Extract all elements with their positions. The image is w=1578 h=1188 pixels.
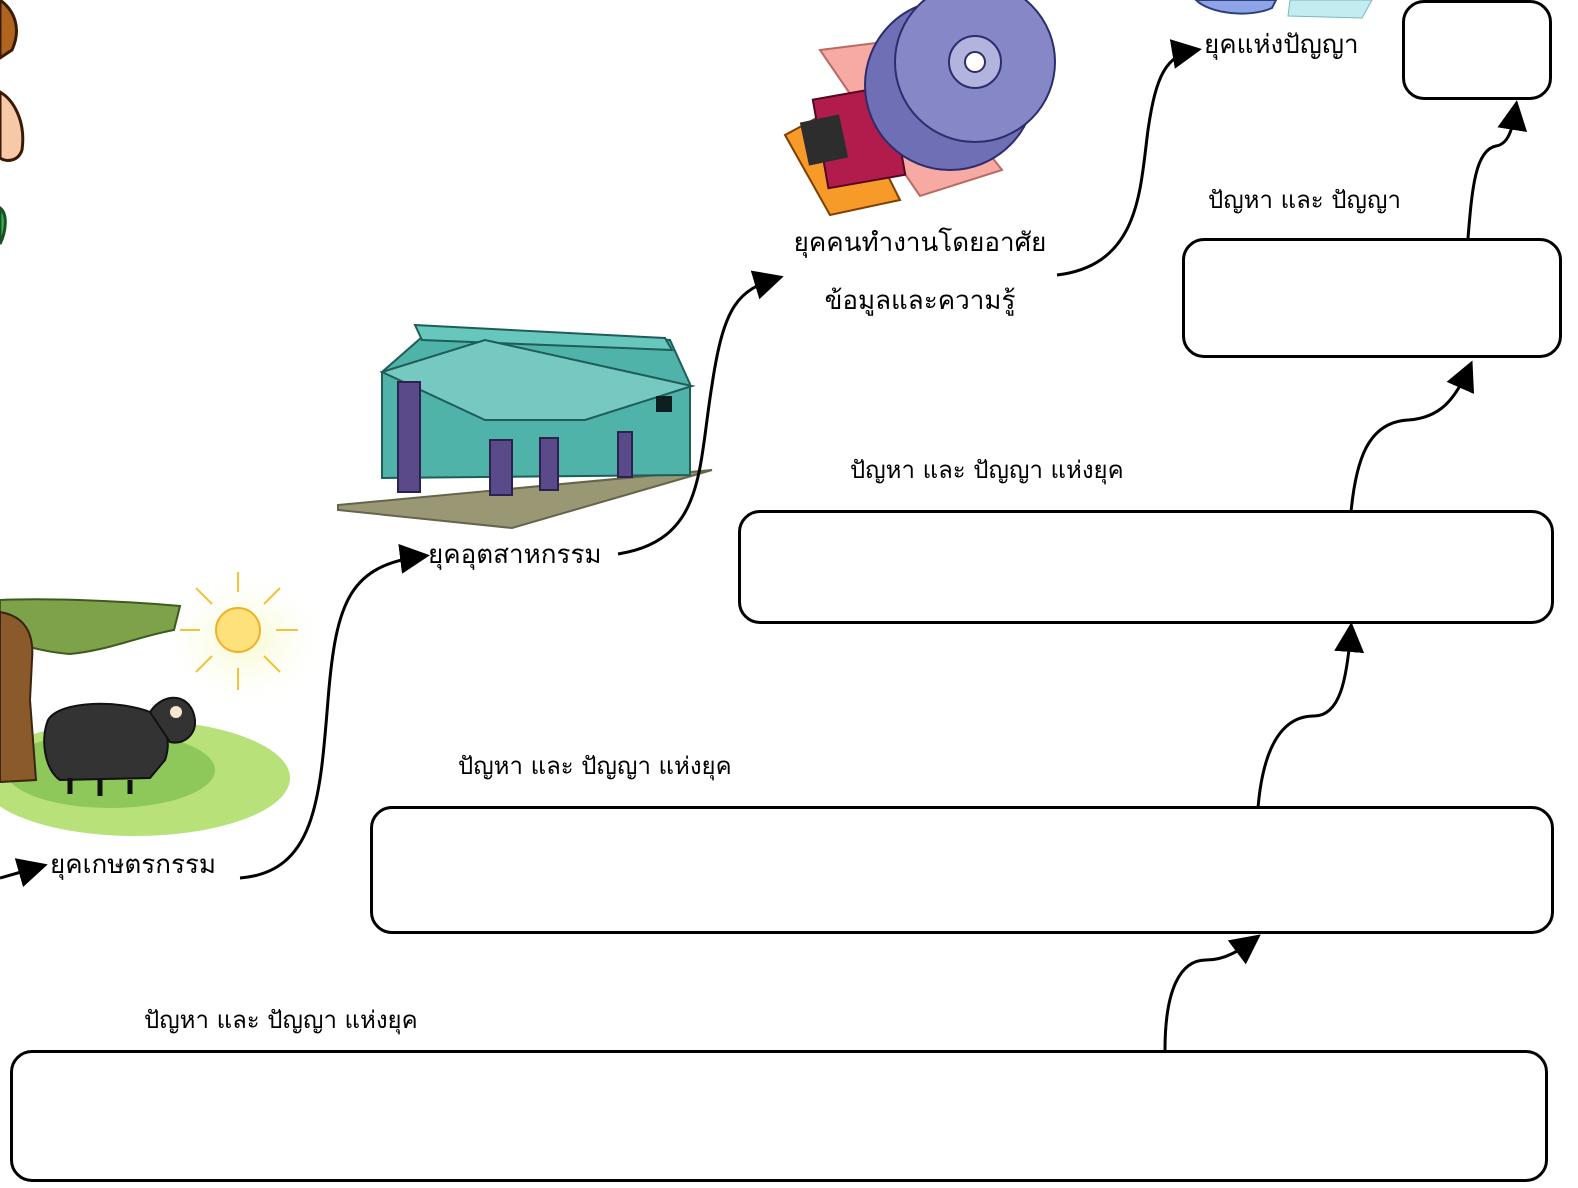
era-label-wisdom: ยุคแห่งปัญญา [1204, 30, 1359, 60]
answer-box-3[interactable] [738, 510, 1554, 624]
box-caption-1: ปัญหา และ ปัญญา แห่งยุค [144, 1006, 418, 1034]
box-caption-2: ปัญหา และ ปัญญา แห่งยุค [458, 752, 732, 780]
era-label-industrial: ยุคอุตสาหกรรม [428, 540, 602, 570]
box-arrow-3-to-4 [1349, 360, 1475, 513]
box-arrow-1-to-2 [1163, 934, 1261, 1051]
connector-arrow-into-agriculture [0, 858, 48, 888]
box-arrow-2-to-3 [1256, 622, 1365, 809]
answer-box-4[interactable] [1182, 238, 1562, 358]
wisdom-clipart [1194, 0, 1373, 19]
answer-box-2[interactable] [370, 806, 1554, 934]
answer-box-1[interactable] [10, 1050, 1548, 1182]
box-arrow-4-to-5 [1466, 100, 1528, 239]
answer-box-5[interactable] [1402, 0, 1552, 100]
connector-arrow-agriculture-to-industrial [239, 544, 430, 880]
era-label-knowledge-line2: ข้อมูลและความรู้ [824, 286, 1016, 316]
sun-rays-icon [180, 572, 298, 690]
factory-shed-clipart [337, 323, 713, 530]
cow-tree-sun-clipart [0, 570, 330, 836]
box-caption-3: ปัญหา และ ปัญญา แห่งยุค [850, 456, 1124, 484]
box-caption-4: ปัญหา และ ปัญญา [1208, 186, 1401, 214]
person-clipart [0, 0, 25, 245]
connector-arrow-industrial-to-knowledge [617, 270, 784, 556]
era-label-knowledge-line1: ยุคคนทำงานโดยอาศัย [793, 228, 1047, 258]
connector-arrow-knowledge-to-wisdom [1056, 39, 1202, 277]
era-label-agriculture: ยุคเกษตรกรรม [50, 850, 217, 880]
cd-floppy-clipart [783, 0, 1056, 217]
